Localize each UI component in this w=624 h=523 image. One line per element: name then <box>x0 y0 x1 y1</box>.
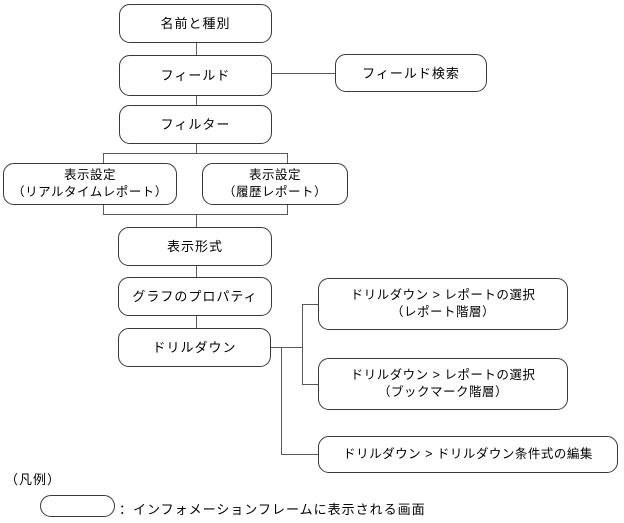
node-filter: フィルター <box>119 105 272 144</box>
legend-sample-box <box>40 495 115 517</box>
connector <box>196 266 197 277</box>
node-display-format: 表示形式 <box>118 227 272 266</box>
node-label: ドリルダウン > レポートの選択 （レポート階層） <box>350 288 536 319</box>
node-name-and-type: 名前と種別 <box>119 4 272 43</box>
node-label: フィルター <box>160 117 231 132</box>
connector <box>302 384 318 385</box>
legend-heading: （凡例） <box>5 472 62 487</box>
node-graph-properties: グラフのプロパティ <box>118 277 272 316</box>
node-display-settings-history-report: 表示設定 （履歴レポート） <box>202 163 348 205</box>
node-display-settings-realtime-report: 表示設定 （リアルタイムレポート） <box>3 163 177 205</box>
connector <box>287 205 288 215</box>
node-label: 表示形式 <box>166 239 223 254</box>
node-field-search: フィールド検索 <box>335 54 487 92</box>
node-label: グラフのプロパティ <box>132 289 258 304</box>
connector <box>271 347 302 348</box>
connector <box>281 347 282 454</box>
connector <box>103 214 288 215</box>
node-label: ドリルダウン > ドリルダウン条件式の編集 <box>343 447 593 461</box>
node-drilldown-condition-expression-edit: ドリルダウン > ドリルダウン条件式の編集 <box>318 436 618 473</box>
node-label: 表示設定 （履歴レポート） <box>222 168 327 199</box>
connector <box>272 73 335 74</box>
connector <box>302 304 318 305</box>
connector <box>287 153 288 163</box>
node-drilldown-report-selection-report-hierarchy: ドリルダウン > レポートの選択 （レポート階層） <box>318 278 568 330</box>
connector <box>103 153 104 163</box>
connector <box>196 43 197 55</box>
node-label: ドリルダウン > レポートの選択 （ブックマーク階層） <box>350 368 536 399</box>
connector <box>196 214 197 227</box>
node-label: ドリルダウン <box>152 340 237 355</box>
node-drilldown-report-selection-bookmark-hierarchy: ドリルダウン > レポートの選択 （ブックマーク階層） <box>318 358 568 410</box>
connector <box>196 144 197 154</box>
node-label: 表示設定 （リアルタイムレポート） <box>12 168 168 199</box>
connector <box>196 95 197 105</box>
connector <box>281 454 318 455</box>
connector <box>196 316 197 328</box>
node-label: 名前と種別 <box>160 16 231 31</box>
legend-item-label: ：インフォメーションフレームに表示される画面 <box>119 502 426 517</box>
node-drilldown: ドリルダウン <box>118 328 271 367</box>
node-field: フィールド <box>119 55 272 96</box>
node-label: フィールド <box>160 68 231 83</box>
node-label: フィールド検索 <box>362 65 460 81</box>
connector <box>103 153 288 154</box>
connector <box>103 205 104 215</box>
connector <box>302 304 303 384</box>
